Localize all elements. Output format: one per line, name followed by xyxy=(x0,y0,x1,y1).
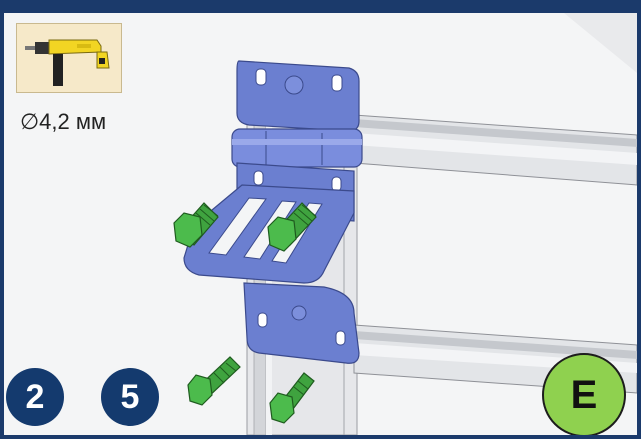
step-number-badge: 2 xyxy=(6,368,64,426)
part-label-badge: E xyxy=(542,353,626,435)
screw-left-installed xyxy=(173,202,219,248)
quantity-badge: 5 xyxy=(101,368,159,426)
screw-right-installed xyxy=(267,202,317,252)
panel-corner xyxy=(564,13,637,73)
drill-diameter-label: ∅4,2 мм xyxy=(20,109,107,134)
screw-loose-1 xyxy=(187,356,241,406)
assembly-illustration xyxy=(173,13,637,435)
upper-rail xyxy=(353,114,637,186)
illustration-canvas: ∅4,2 мм 2 5 E xyxy=(4,13,637,435)
drill-tool-box xyxy=(16,23,122,93)
screw-loose-2 xyxy=(269,372,315,424)
drill-icon xyxy=(25,39,110,86)
